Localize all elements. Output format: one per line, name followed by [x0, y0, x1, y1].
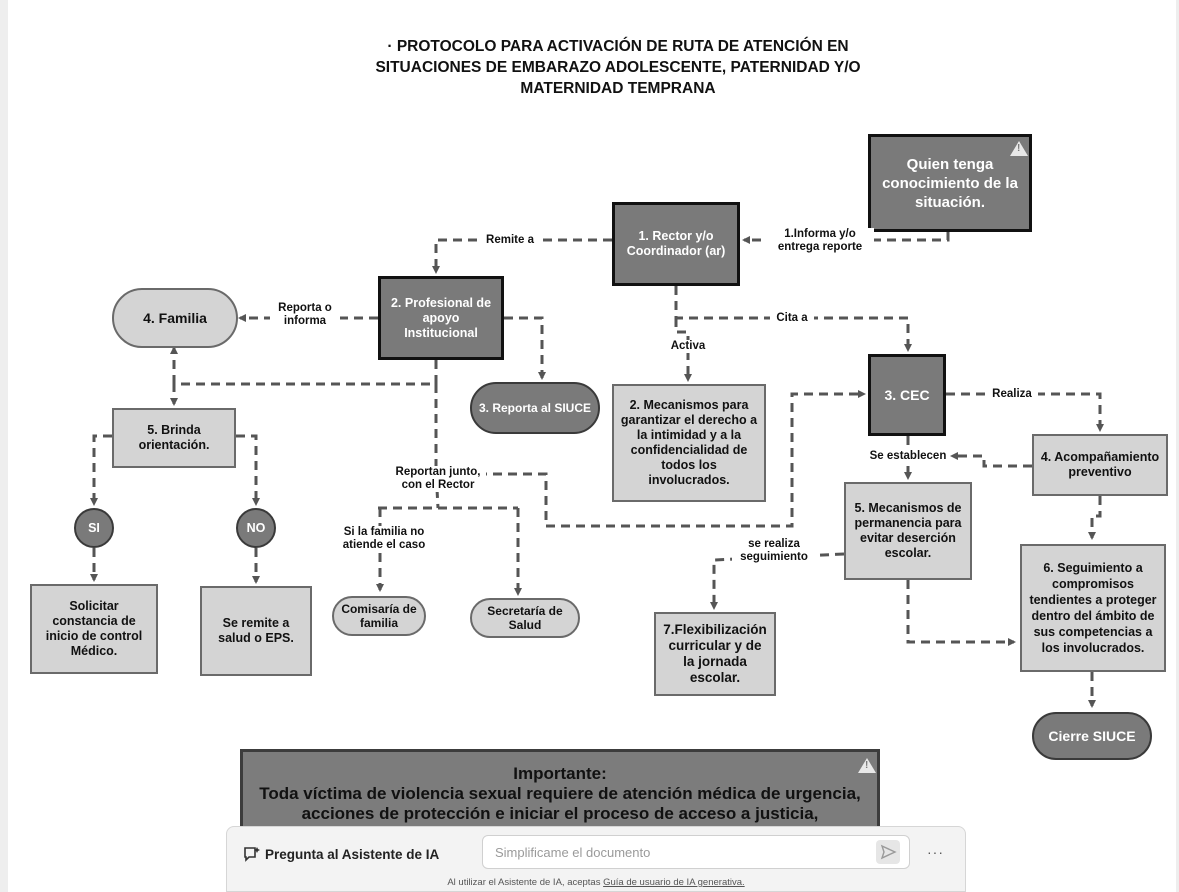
- node-profesional-apoyo: 2. Profesional de apoyo Institucional: [378, 276, 504, 360]
- title-line: MATERNIDAD TEMPRANA: [520, 80, 716, 97]
- node-quien-tenga-conocimiento: Quien tenga conocimiento de la situación…: [868, 134, 1032, 232]
- edge-label-reporta-informa: Reporta o informa: [270, 302, 340, 328]
- node-label: 2. Mecanismos para garantizar el derecho…: [620, 398, 758, 487]
- flow-connectors: [90, 232, 1104, 708]
- edge-label-se-establecen: Se establecen: [866, 450, 950, 463]
- title-line: · PROTOCOLO PARA ACTIVACIÓN DE RUTA DE A…: [387, 38, 849, 55]
- node-label: 3. CEC: [884, 386, 930, 403]
- node-label: 1. Rector y/o Coordinador (ar): [626, 229, 726, 258]
- important-body: Toda víctima de violencia sexual requier…: [259, 784, 861, 823]
- node-no: NO: [236, 508, 276, 548]
- edge-rector-mecanismos: [674, 318, 692, 382]
- node-familia: 4. Familia: [112, 288, 238, 348]
- edge-reportan-cec: [478, 390, 866, 528]
- node-label: 5. Brinda orientación.: [138, 423, 210, 452]
- node-label: Comisaría de familia: [341, 602, 417, 630]
- document-title: · PROTOCOLO PARA ACTIVACIÓN DE RUTA DE A…: [258, 36, 978, 99]
- node-comisaria-familia: Comisaría de familia: [332, 596, 426, 636]
- send-button[interactable]: [876, 840, 900, 864]
- node-brinda-orientacion: 5. Brinda orientación.: [112, 408, 236, 468]
- edge-profesional-brinda: [170, 360, 438, 406]
- node-secretaria-salud: Secretaría de Salud: [470, 598, 580, 638]
- edge-label-se-realiza: se realiza seguimiento: [732, 538, 816, 564]
- node-label: Se remite a salud o EPS.: [218, 616, 294, 645]
- warning-icon: !: [858, 758, 876, 773]
- edge-rector-profesional: [432, 238, 612, 274]
- send-icon: [880, 844, 897, 860]
- edge-profesional-reportan: [434, 384, 440, 509]
- blank-logo-left: [110, 6, 246, 156]
- node-label: 6. Seguimiento a compromisos tendientes …: [1029, 561, 1157, 655]
- node-reporta-siuce: 3. Reporta al SIUCE: [470, 382, 600, 434]
- node-cec: 3. CEC: [868, 354, 946, 436]
- warning-icon: !: [1010, 141, 1028, 156]
- node-label: SI: [88, 520, 100, 535]
- important-heading: Importante:: [513, 764, 607, 783]
- node-label: Secretaría de Salud: [487, 604, 563, 632]
- ai-assistant-bar: Pregunta al Asistente de IA ··· Al utili…: [226, 826, 966, 892]
- node-label: Cierre SIUCE: [1048, 727, 1136, 744]
- node-label: Solicitar constancia de inicio de contro…: [45, 599, 143, 658]
- document-page: · PROTOCOLO PARA ACTIVACIÓN DE RUTA DE A…: [8, 0, 1176, 892]
- edge-brinda-si: [90, 434, 112, 506]
- edge-label-realiza: Realiza: [986, 388, 1038, 401]
- node-rector: 1. Rector y/o Coordinador (ar): [612, 202, 740, 286]
- node-label: Quien tenga conocimiento de la situación…: [882, 155, 1018, 211]
- edge-permanencia-seguimiento: [906, 580, 1016, 646]
- node-seguimiento: 6. Seguimiento a compromisos tendientes …: [1020, 544, 1166, 672]
- edge-rector-cec: [674, 286, 912, 352]
- more-options-button[interactable]: ···: [927, 844, 944, 860]
- node-label: 5. Mecanismos de permanencia para evitar…: [854, 501, 962, 560]
- node-acompanamiento: 4. Acompañamiento preventivo: [1032, 434, 1168, 496]
- node-label: NO: [246, 520, 266, 535]
- edge-label-informa: 1.Informa y/o entrega reporte: [766, 228, 874, 254]
- node-label: 4. Familia: [143, 309, 207, 326]
- edge-label-cita-a: Cita a: [770, 312, 814, 325]
- edge-label-activa: Activa: [664, 340, 712, 353]
- node-label: 3. Reporta al SIUCE: [478, 400, 592, 415]
- edge-label-remite-a: Remite a: [480, 234, 540, 247]
- ai-assistant-label: Pregunta al Asistente de IA: [265, 847, 440, 862]
- node-cierre-siuce: Cierre SIUCE: [1032, 712, 1152, 760]
- node-label: 7.Flexibilización curricular y de la jor…: [663, 622, 767, 685]
- node-label: 4. Acompañamiento preventivo: [1040, 450, 1160, 479]
- blank-logo-right: [1050, 18, 1164, 166]
- ai-legal-notice: Al utilizar el Asistente de IA, aceptas …: [227, 877, 965, 888]
- edge-brinda-no: [236, 434, 260, 506]
- edge-acomp-seguimiento: [1088, 496, 1102, 540]
- node-flexibilizacion: 7.Flexibilización curricular y de la jor…: [654, 612, 776, 696]
- node-solicitar-constancia: Solicitar constancia de inicio de contro…: [30, 584, 158, 674]
- ai-chat-icon: [244, 847, 260, 862]
- node-mecanismos-intimidad: 2. Mecanismos para garantizar el derecho…: [612, 384, 766, 502]
- title-line: SITUACIONES DE EMBARAZO ADOLESCENTE, PAT…: [375, 59, 861, 76]
- edge-label-si-familia: Si la familia no atiende el caso: [334, 526, 434, 552]
- ai-legal-text: Al utilizar el Asistente de IA, aceptas: [447, 877, 601, 888]
- ai-guide-link[interactable]: Guía de usuario de IA generativa.: [603, 877, 745, 888]
- node-label: 2. Profesional de apoyo Institucional: [390, 295, 492, 340]
- ai-question-input[interactable]: [482, 835, 910, 869]
- edge-acomp-establecen: [950, 452, 1032, 468]
- edge-label-reportan-junto: Reportan junto, con el Rector: [390, 466, 486, 492]
- node-remite-salud: Se remite a salud o EPS.: [200, 586, 312, 676]
- node-si: SI: [74, 508, 114, 548]
- node-mecanismos-permanencia: 5. Mecanismos de permanencia para evitar…: [844, 482, 972, 580]
- edge-profesional-siuce: [504, 316, 546, 380]
